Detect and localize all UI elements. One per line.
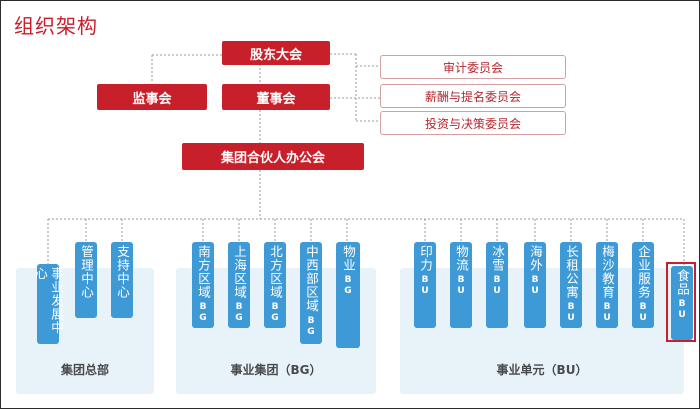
unit-pillar: 中西部区域 BG bbox=[300, 242, 322, 344]
unit-name: 物业 bbox=[341, 245, 356, 272]
unit-pillar: 管理中心 bbox=[75, 242, 97, 318]
unit-pillar: 上海区域 BG bbox=[228, 242, 250, 328]
unit-code: BU bbox=[530, 275, 540, 297]
unit-pillar: 印力 BU bbox=[414, 242, 436, 328]
audit-committee: 审计委员会 bbox=[380, 55, 566, 79]
unit-name: 北方区域 bbox=[268, 245, 283, 299]
unit-name: 食品 bbox=[675, 269, 690, 296]
unit-name: 长租公寓 bbox=[564, 245, 579, 299]
unit-code: BG bbox=[270, 302, 280, 324]
unit-name: 印力 bbox=[418, 245, 433, 272]
compensation-committee: 薪酬与提名委员会 bbox=[380, 84, 566, 108]
unit-code: BU bbox=[602, 302, 612, 324]
partners-office-box: 集团合伙人办公会 bbox=[182, 143, 364, 170]
unit-name: 海外 bbox=[528, 245, 543, 272]
shareholders-box: 股东大会 bbox=[222, 41, 330, 65]
group-label-headquarters: 集团总部 bbox=[60, 362, 109, 377]
unit-code: BG bbox=[198, 302, 208, 324]
board-box: 董事会 bbox=[222, 84, 330, 110]
unit-name: 物流 bbox=[454, 245, 469, 272]
food-highlight-outline bbox=[666, 262, 696, 342]
unit-pillar: 北方区域 BG bbox=[264, 242, 286, 328]
unit-pillar: 食品 BU bbox=[671, 266, 693, 340]
unit-code: BU bbox=[677, 299, 687, 321]
unit-code: BU bbox=[566, 302, 576, 324]
unit-name: 梅沙教育 bbox=[600, 245, 615, 299]
unit-pillar: 南方区域 BG bbox=[192, 242, 214, 328]
group-label-bu: 事业单元（BU） bbox=[496, 362, 588, 377]
group-label-bg: 事业集团（BG） bbox=[230, 362, 322, 377]
unit-pillar: 长租公寓 BU bbox=[560, 242, 582, 328]
unit-name: 事业发展中心 bbox=[33, 267, 64, 335]
unit-pillar: 企业服务 BU bbox=[632, 242, 654, 328]
page-title: 组织架构 bbox=[14, 14, 98, 38]
unit-pillar: 支持中心 bbox=[111, 242, 133, 318]
supervisors-box: 监事会 bbox=[97, 84, 207, 110]
unit-pillar: 海外 BU bbox=[524, 242, 546, 328]
unit-code: BG bbox=[343, 275, 353, 297]
unit-code: BU bbox=[456, 275, 466, 297]
unit-name: 冰雪 bbox=[490, 245, 505, 272]
investment-committee: 投资与决策委员会 bbox=[380, 111, 566, 135]
unit-code: BU bbox=[492, 275, 502, 297]
unit-pillar: 冰雪 BU bbox=[486, 242, 508, 328]
unit-pillar: 物业 BG bbox=[336, 242, 360, 348]
unit-code: BU bbox=[420, 275, 430, 297]
unit-name: 上海区域 bbox=[232, 245, 247, 299]
unit-name: 中西部区域 bbox=[304, 245, 319, 313]
unit-name: 支持中心 bbox=[115, 245, 130, 299]
unit-code: BU bbox=[638, 302, 648, 324]
unit-name: 管理中心 bbox=[79, 245, 94, 299]
unit-code: BG bbox=[306, 315, 316, 338]
unit-name: 企业服务 bbox=[636, 245, 651, 299]
unit-pillar: 梅沙教育 BU bbox=[596, 242, 618, 328]
unit-code: BG bbox=[234, 302, 244, 324]
unit-name: 南方区域 bbox=[196, 245, 211, 299]
unit-pillar: 物流 BU bbox=[450, 242, 472, 328]
unit-pillar: 事业发展中心 bbox=[33, 264, 64, 344]
